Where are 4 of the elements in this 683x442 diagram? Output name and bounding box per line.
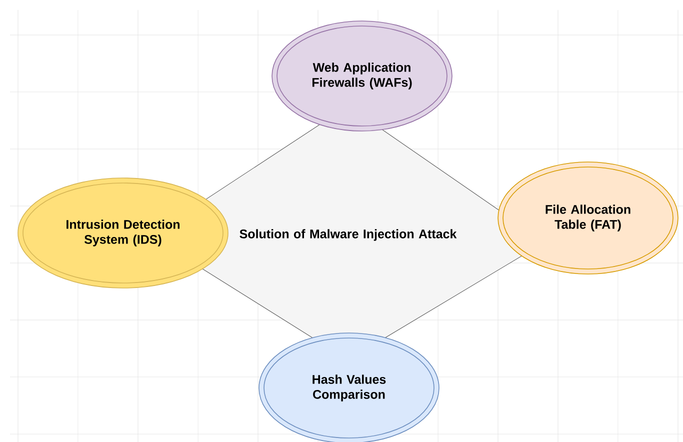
double-ellipse-node: File Allocation Table (FAT) xyxy=(498,162,678,274)
double-ellipse-node: Web Application Firewalls (WAFs) xyxy=(272,20,452,132)
double-ellipse-node: Intrusion Detection System (IDS) xyxy=(18,178,228,288)
double-ellipse-node: Hash Values Comparison xyxy=(258,332,440,442)
